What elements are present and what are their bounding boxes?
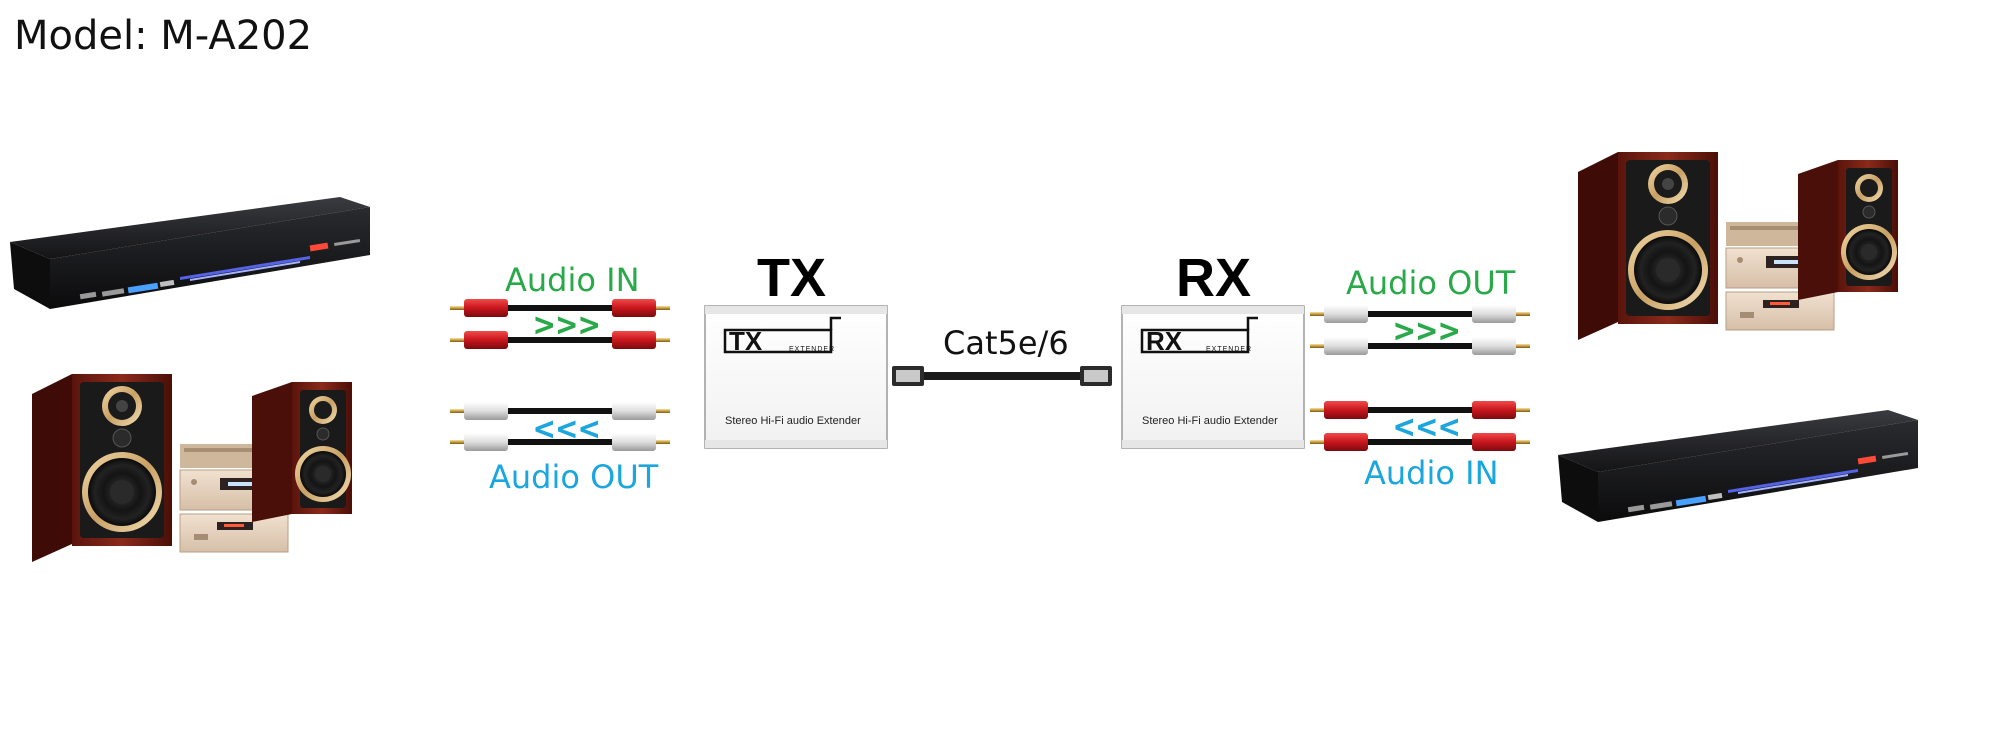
tx-audio-in-label: Audio IN: [505, 261, 640, 299]
rx-box-logo: RX: [1146, 326, 1183, 356]
cable-label: Cat5e/6: [943, 324, 1069, 362]
ethernet-cable-icon: [892, 366, 1112, 386]
rx-extender-box: RX EXTENDER Stereo Hi-Fi audio Extender: [1120, 304, 1306, 450]
dvd-player-icon: [1558, 410, 1918, 522]
rx-in-arrows: <<<: [1394, 407, 1461, 447]
dvd-player-icon: [10, 197, 370, 309]
speaker-system-icon: [1577, 151, 1899, 341]
tx-in-arrows: >>>: [534, 305, 601, 345]
rx-box-logo-sub: EXTENDER: [1206, 346, 1252, 353]
rx-audio-out-label: Audio OUT: [1346, 264, 1516, 302]
rx-audio-in-label: Audio IN: [1364, 454, 1499, 492]
rx-out-arrows: >>>: [1394, 311, 1461, 351]
tx-box-logo: TX: [729, 326, 763, 356]
tx-title: TX: [757, 248, 826, 308]
tx-box-logo-sub: EXTENDER: [789, 346, 835, 353]
rx-title: RX: [1176, 248, 1251, 308]
tx-audio-out-label: Audio OUT: [489, 458, 659, 496]
speaker-system-icon: [31, 373, 353, 563]
tx-extender-box: TX EXTENDER Stereo Hi-Fi audio Extender: [703, 304, 889, 450]
rx-box-description: Stereo Hi-Fi audio Extender: [1142, 415, 1278, 427]
tx-out-arrows: <<<: [534, 409, 601, 449]
tx-box-description: Stereo Hi-Fi audio Extender: [725, 415, 861, 427]
model-label: Model: M-A202: [14, 13, 312, 59]
